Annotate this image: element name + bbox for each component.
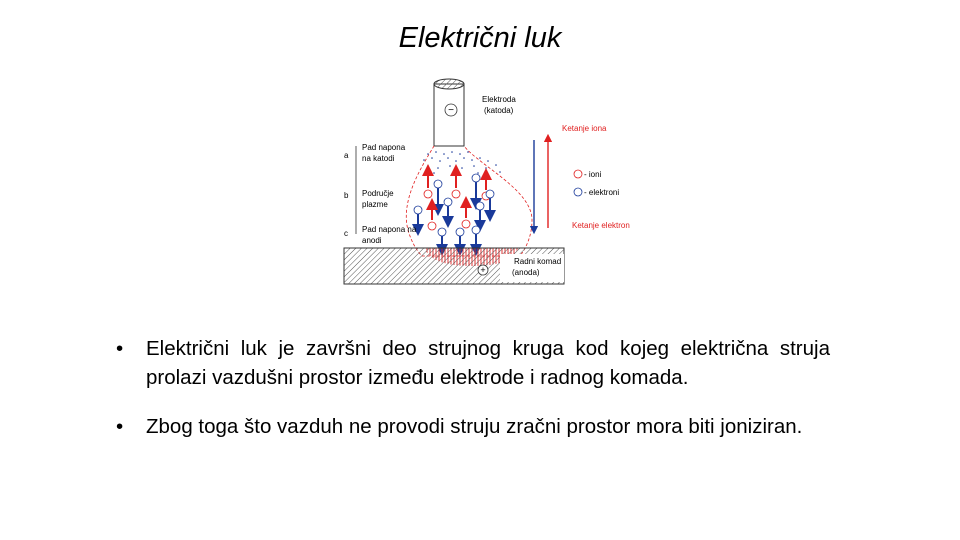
legend-ion-icon [573,169,583,179]
zone-b-label-2: plazme [362,200,388,209]
slide-title: Električni luk [398,22,562,54]
zone-c-label-2: anodi [362,236,382,245]
bullet-list: • Električni luk je završni deo strujnog… [116,334,830,461]
electron-motion-label: Ketanje elektrona [572,221,630,230]
electric-arc-diagram: − Elektroda (katoda) [343,78,630,285]
bullet-item: • Zbog toga što vazduh ne provodi struju… [116,412,830,441]
cathode-sign-circle [444,103,458,117]
bullet-text: Električni luk je završni deo strujnog k… [146,337,830,389]
bullet-text: Zbog toga što vazduh ne provodi struju z… [146,415,803,438]
workpiece-label-1: Radni komad [514,257,561,266]
arc-outline [406,145,533,257]
zone-a-label-2: na katodi [362,154,395,163]
legend-electrons: - elektroni [584,188,619,197]
zone-b-label-1: Područje [362,189,394,198]
anode-sign-circle [477,264,489,276]
bullet-dot-icon: • [116,415,124,438]
plasma-charges [412,164,496,256]
legend-electron-icon [573,187,583,197]
zone-b: b [344,191,349,200]
legend-ions: - ioni [584,170,602,179]
workpiece-label-2: (anoda) [512,268,540,277]
zone-c-label-1: Pad napona na [362,225,417,234]
workpiece-label-bg [500,254,564,282]
electrode-label-2: (katoda) [484,106,514,115]
zone-c: c [344,229,348,238]
zone-a: a [344,151,349,160]
electrode-label-1: Elektroda [482,95,516,104]
cathode-sign: − [448,105,454,116]
zone-a-label-1: Pad napona [362,143,406,152]
ion-motion-label: Ketanje iona [562,124,607,133]
anode-sign: + [480,265,485,275]
cathode-dots [423,151,501,174]
electrode [433,78,465,147]
bullet-item: • Električni luk je završni deo strujnog… [116,334,830,392]
bullet-dot-icon: • [116,337,124,360]
